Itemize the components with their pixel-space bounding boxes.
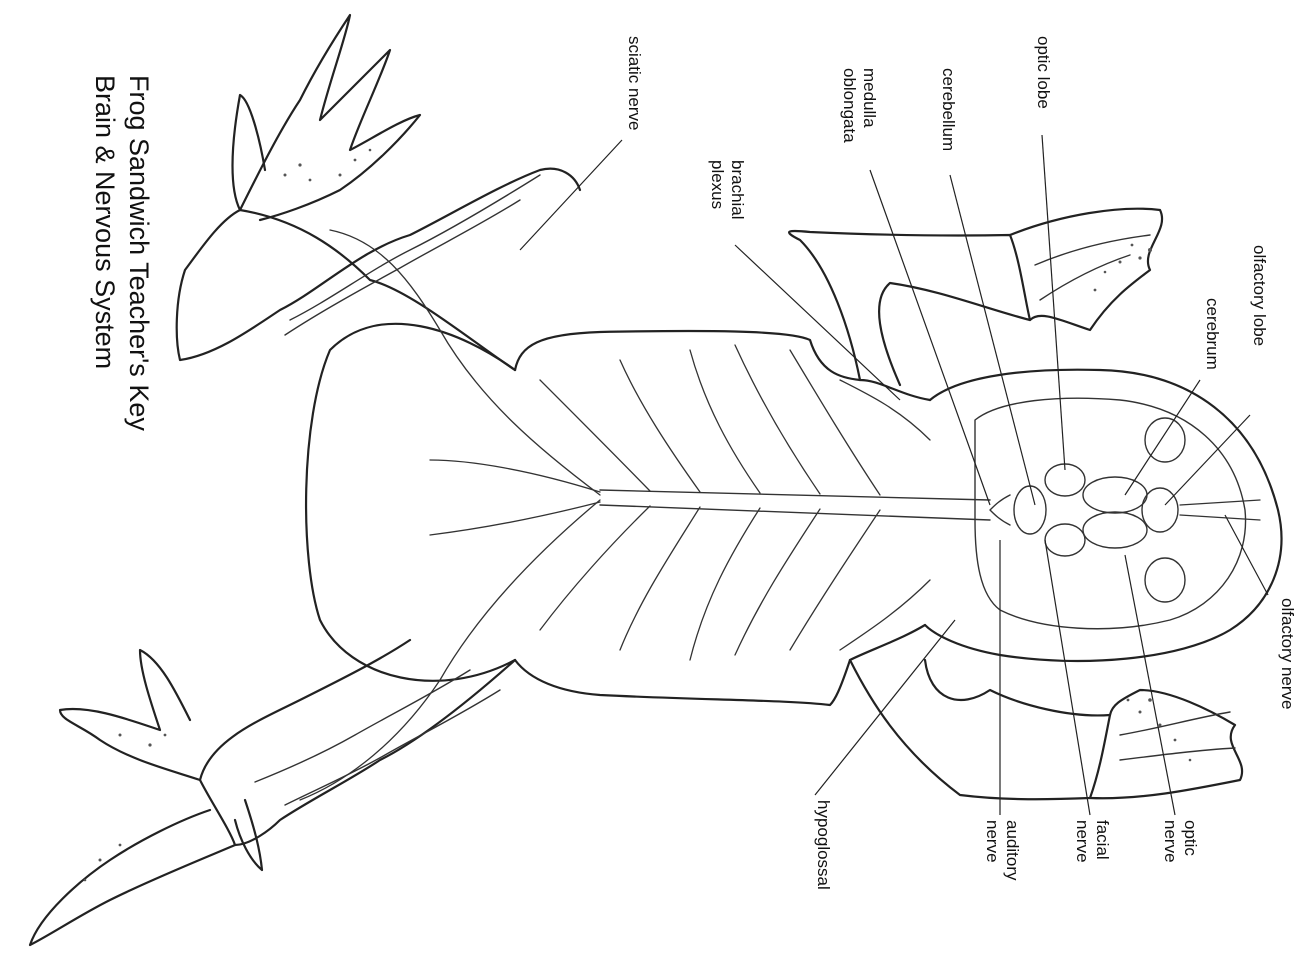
frog-body-outline xyxy=(306,324,1281,705)
label-optic-lobe: optic lobe xyxy=(1034,36,1053,109)
stipple-shading xyxy=(84,149,1192,882)
leader-sciatic-nerve xyxy=(520,140,622,250)
label-auditory: auditory xyxy=(1003,820,1022,881)
label-sciatic-nerve: sciatic nerve xyxy=(625,36,644,130)
leader-cerebrum xyxy=(1125,380,1200,495)
label-auditory-nerve-word: nerve xyxy=(983,820,1002,863)
leader-cerebellum xyxy=(950,175,1035,505)
label-cerebellum: cerebellum xyxy=(939,68,958,151)
leader-facial-nerve xyxy=(1045,540,1090,815)
label-hypoglossal: hypoglossal xyxy=(814,800,833,890)
spinal-cord xyxy=(600,490,990,520)
leader-hypoglossal xyxy=(815,620,955,795)
leader-olfactory-lobe xyxy=(1165,415,1250,505)
label-cerebrum: cerebrum xyxy=(1203,298,1222,370)
hind-leg-upper xyxy=(177,15,580,370)
title-line2: Brain & Nervous System xyxy=(90,75,120,369)
label-plexus: plexus xyxy=(708,160,727,209)
label-oblongata: oblongata xyxy=(840,68,859,143)
front-leg-lower xyxy=(850,660,1242,799)
front-leg-upper xyxy=(789,209,1162,385)
label-brachial: brachial xyxy=(728,160,747,220)
title-line1: Frog Sandwich Teacher's Key xyxy=(124,75,154,431)
leader-olfactory-nerve xyxy=(1225,515,1268,595)
label-medulla: medulla xyxy=(860,68,879,128)
hind-leg-lower xyxy=(30,640,515,945)
leader-optic-lobe xyxy=(1042,135,1065,470)
label-olfactory-nerve: olfactory nerve xyxy=(1278,598,1297,710)
leader-medulla-oblongata xyxy=(870,170,990,505)
label-facial-nerve-word: nerve xyxy=(1073,820,1092,863)
label-olfactory-lobe: olfactory lobe xyxy=(1250,245,1269,346)
label-optic: optic xyxy=(1181,820,1200,856)
leader-brachial-plexus xyxy=(735,245,900,400)
label-optic-nerve-word: nerve xyxy=(1161,820,1180,863)
label-facial: facial xyxy=(1093,820,1112,860)
nerve-branches xyxy=(300,230,1260,800)
labels: sciatic nerve brachial plexus medulla ob… xyxy=(625,36,1297,890)
brain xyxy=(975,398,1246,629)
